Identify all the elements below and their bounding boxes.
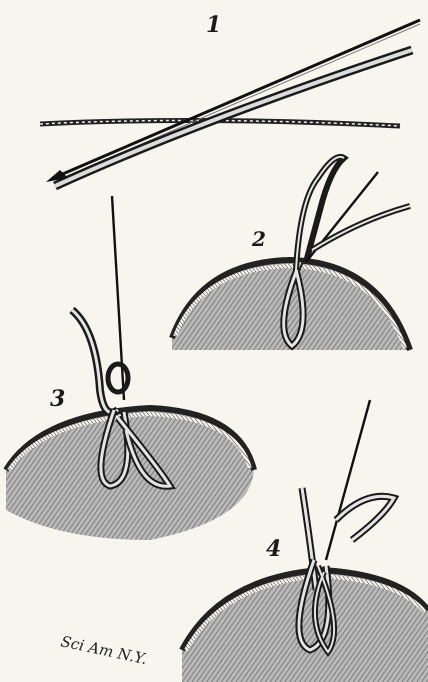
- ribbon-strip: [55, 50, 412, 186]
- figure-3: 3: [6, 196, 254, 540]
- figure-3-number: 3: [50, 386, 65, 412]
- engraver-signature: Sci Am N.Y.: [59, 632, 149, 668]
- needle: [58, 20, 420, 176]
- fabric-surface: [172, 260, 410, 350]
- figure-1-number: 1: [206, 12, 221, 38]
- figure-1: 1: [40, 12, 420, 186]
- figure-2-number: 2: [251, 227, 266, 251]
- needle: [326, 400, 370, 560]
- figure-2: 2: [172, 157, 410, 350]
- needle: [112, 196, 124, 400]
- figure-4-number: 4: [266, 536, 281, 562]
